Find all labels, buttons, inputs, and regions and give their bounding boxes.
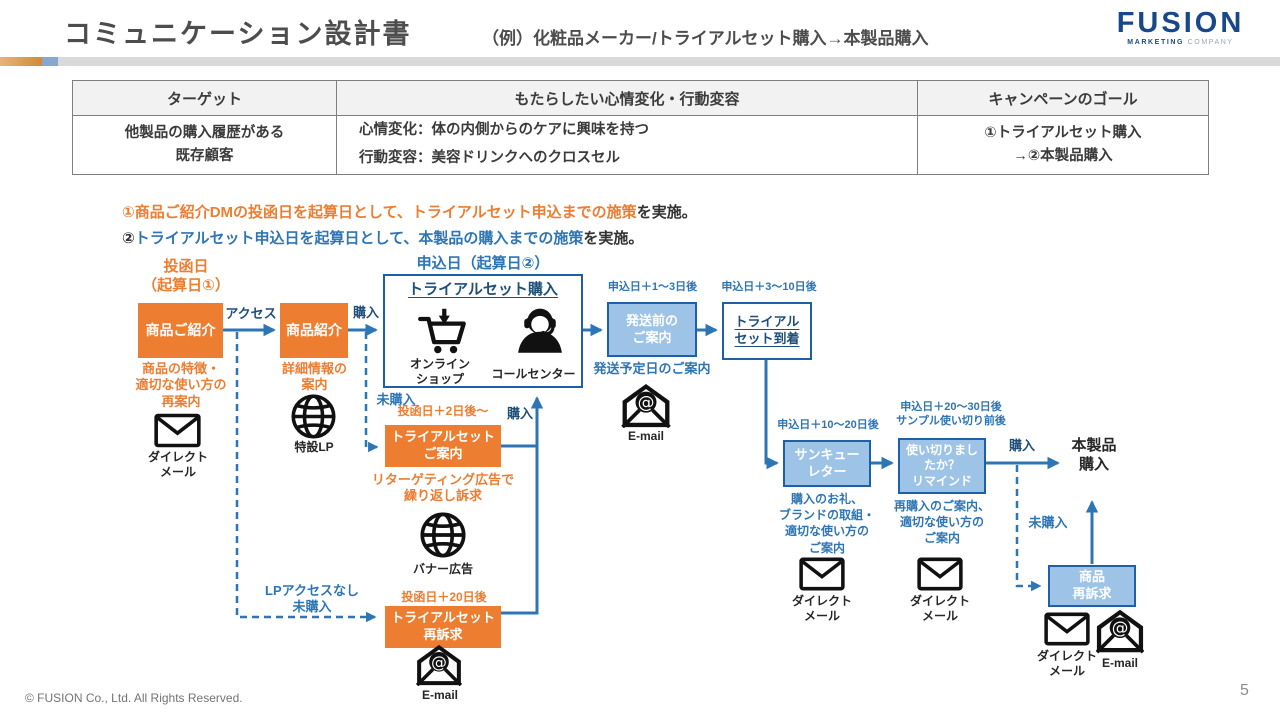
- node-thank-you-letter: サンキュー レター: [783, 440, 871, 487]
- email-label-3: E-mail: [1101, 656, 1138, 670]
- lp-no-access-label: LPアクセスなし 未購入: [265, 583, 359, 615]
- svg-text:@: @: [1112, 618, 1129, 637]
- thanks-note: 購入のお礼、 ブランドの取組・ 適切な使い方の ご案内: [778, 492, 875, 555]
- logo-tagline-strong: MARKETING: [1127, 39, 1185, 47]
- svg-text:@: @: [638, 392, 655, 412]
- date-label-3-10: 申込日＋3～10日後: [721, 281, 817, 293]
- lp-label: 特設LP: [294, 440, 334, 454]
- note2-highlight: トライアルセット申込日を起算日として、本製品の購入までの施策: [134, 230, 584, 247]
- envelope-icon: [1044, 612, 1090, 646]
- node-trial-set-arrival: トライアル セット到着: [722, 302, 812, 360]
- cell-change: 心情変化：体の内側からのケアに興味を持つ 行動変容：美容ドリンクへのクロスセル: [336, 115, 918, 175]
- logo-text: FUSION: [1116, 7, 1245, 39]
- purchase-label-1: 購入: [352, 305, 379, 320]
- svg-text:@: @: [431, 652, 447, 671]
- retarget-note: リターゲティング広告で 繰り返し訴求: [371, 472, 515, 504]
- intro-dm-note: 商品の特徴・ 適切な使い方の 再案内: [135, 361, 227, 409]
- node-product-intro-lp: 商品紹介: [280, 303, 348, 358]
- table-row: 他製品の購入履歴がある 既存顧客 心情変化：体の内側からのケアに興味を持つ 行動…: [72, 115, 1209, 175]
- direct-mail-label-4: ダイレクト メール: [1036, 649, 1097, 678]
- node-product-intro-dm: 商品ご紹介: [138, 303, 223, 358]
- trial-purchase-title: トライアルセット購入: [408, 281, 558, 298]
- node-used-up-remind: 使い切りまし たか？ リマインド: [898, 438, 986, 494]
- copyright: © FUSION Co., Ltd. All Rights Reserved.: [25, 691, 243, 705]
- purchase-label-3: 購入: [1008, 438, 1035, 453]
- envelope-icon: [799, 557, 845, 591]
- call-center-icon: [512, 299, 568, 361]
- header-accent-bar-orange: [0, 57, 42, 66]
- header-divider-bar: [58, 57, 1280, 66]
- note-line-1: ①商品ご紹介DMの投函日を起算日として、トライアルセット申込までの施策を実施。: [122, 201, 697, 222]
- cell-goal: ①トライアルセット購入 →②本製品購入: [917, 115, 1209, 175]
- node-trial-set-repromote: トライアルセット 再訴求: [385, 606, 501, 648]
- header-accent-bar-blue: [42, 57, 58, 66]
- fusion-logo: FUSION MARKETING COMPANY: [1113, 7, 1248, 47]
- intro-lp-note: 詳細情報の 案内: [281, 361, 347, 393]
- col-header-target: ターゲット: [72, 80, 337, 116]
- cell-target: 他製品の購入履歴がある 既存顧客: [72, 115, 337, 175]
- pre-ship-note: 発送予定日のご案内: [593, 361, 711, 376]
- main-product-purchase-label: 本製品 購入: [1071, 437, 1117, 473]
- email-icon: @: [621, 383, 671, 428]
- note2-rest: を実施。: [583, 230, 644, 247]
- note1-highlight: ①商品ご紹介DMの投函日を起算日として、トライアルセット申込までの施策: [122, 204, 637, 221]
- access-label: アクセス: [225, 306, 277, 321]
- envelope-icon: [154, 413, 201, 448]
- email-icon: @: [416, 644, 462, 686]
- envelope-icon: [917, 557, 963, 591]
- node-trial-set-guide: トライアルセット ご案内: [385, 425, 501, 467]
- campaign-table: ターゲット もたらしたい心情変化・行動変容 キャンペーンのゴール 他製品の購入履…: [72, 80, 1209, 175]
- logo-tagline-light: COMPANY: [1187, 39, 1234, 47]
- page-number: 5: [1240, 682, 1249, 699]
- no-purchase-label-2: 未購入: [1028, 515, 1068, 530]
- globe-icon: [291, 394, 336, 439]
- direct-mail-label-2: ダイレクト メール: [791, 594, 852, 623]
- node-product-repromote: 商品 再訴求: [1048, 565, 1136, 607]
- col-header-goal: キャンペーンのゴール: [917, 80, 1209, 116]
- date-label-1-3: 申込日＋1～3日後: [607, 281, 698, 293]
- note1-rest: を実施。: [636, 204, 697, 221]
- no-purchase-label-1: 未購入: [376, 392, 416, 407]
- date-label-10-20: 申込日＋10～20日後: [777, 419, 879, 431]
- note-line-2: ②トライアルセット申込日を起算日として、本製品の購入までの施策を実施。: [122, 227, 643, 248]
- email-label-1: E-mail: [627, 429, 664, 443]
- table-header-row: ターゲット もたらしたい心情変化・行動変容 キャンペーンのゴール: [72, 80, 1209, 116]
- date-label-plus2: 投函日＋2日後～: [397, 404, 489, 418]
- call-center-label: コールセンター: [491, 367, 576, 381]
- globe-icon: [420, 512, 466, 558]
- post-date-label: 投函日 （起算日①）: [142, 258, 230, 294]
- email-label-2: E-mail: [421, 688, 458, 702]
- direct-mail-label-3: ダイレクト メール: [909, 594, 970, 623]
- page-title: コミュニケーション設計書: [64, 19, 412, 49]
- date-label-20-30: 申込日＋20～30日後 サンプル使い切り前後: [896, 401, 1006, 427]
- online-shop-label: オンライン ショップ: [409, 357, 470, 386]
- remind-note: 再購入のご案内、 適切な使い方の ご案内: [893, 499, 990, 546]
- direct-mail-label: ダイレクト メール: [147, 450, 208, 479]
- banner-ad-label: バナー広告: [412, 562, 473, 576]
- node-pre-ship-info: 発送前の ご案内: [607, 302, 697, 357]
- note2-number: ②: [122, 230, 135, 247]
- email-icon: @: [1096, 608, 1144, 654]
- shopping-cart-icon: [413, 306, 470, 356]
- date-label-plus20: 投函日＋20日後: [401, 590, 487, 604]
- apply-date-label: 申込日（起算日②）: [416, 255, 550, 272]
- page-subtitle: （例）化粧品メーカー/トライアルセット購入→本製品購入: [482, 29, 929, 48]
- logo-tagline: MARKETING COMPANY: [1113, 39, 1248, 46]
- col-header-change: もたらしたい心情変化・行動変容: [336, 80, 918, 116]
- purchase-label-2: 購入: [506, 406, 533, 421]
